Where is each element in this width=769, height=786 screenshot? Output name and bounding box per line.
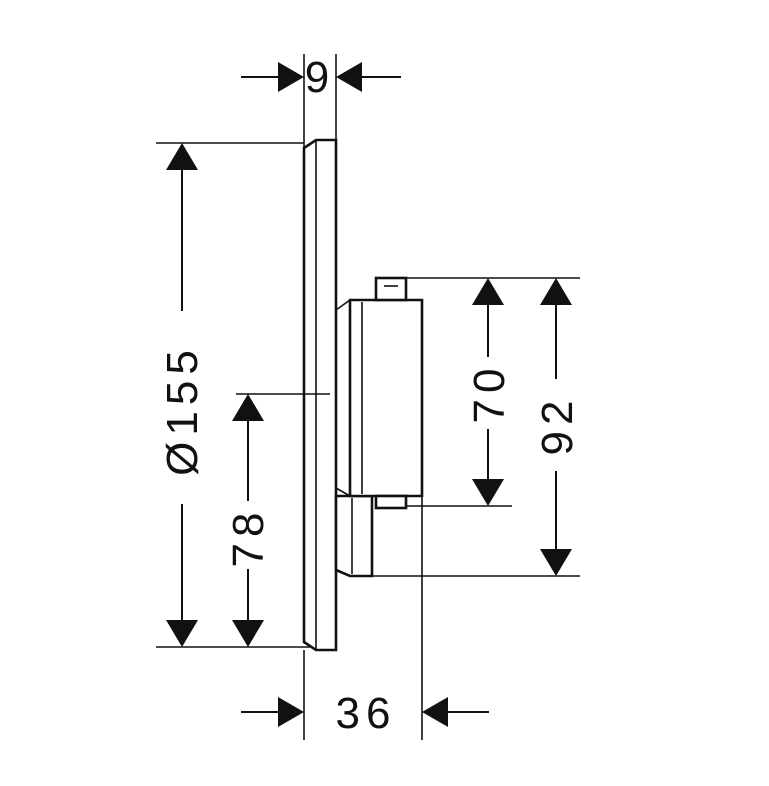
dimension-label-diameter: Ø155 xyxy=(158,344,207,476)
dimension-cover-depth: 9 xyxy=(241,53,401,102)
dimension-body-height-inner: 70 xyxy=(465,278,514,506)
dimension-diameter: Ø155 xyxy=(158,143,207,647)
cover-plate xyxy=(302,138,338,652)
arrow-up xyxy=(166,143,198,170)
arrow-up xyxy=(232,394,264,421)
dimension-total-depth: 36 xyxy=(241,689,489,738)
extension-lines xyxy=(156,54,580,740)
arrow-right xyxy=(278,62,304,92)
dimension-label-9: 9 xyxy=(305,53,335,102)
dimension-label-78: 78 xyxy=(224,507,273,568)
arrow-down xyxy=(232,620,264,647)
arrow-left xyxy=(422,697,448,727)
arrow-down xyxy=(540,549,572,576)
product-outline xyxy=(236,138,424,652)
dimension-center-height: 78 xyxy=(224,394,273,647)
arrow-down xyxy=(166,620,198,647)
arrow-up xyxy=(540,278,572,305)
arrow-left xyxy=(336,62,362,92)
arrow-up xyxy=(472,278,504,305)
dimension-label-70: 70 xyxy=(465,363,514,424)
arrow-down xyxy=(472,479,504,506)
bottom-nut xyxy=(374,494,408,510)
top-nut xyxy=(374,276,408,302)
stem xyxy=(334,494,374,578)
arrow-right xyxy=(278,697,304,727)
dimension-body-height-outer: 92 xyxy=(533,278,582,576)
valve-body xyxy=(348,298,424,498)
dimension-label-36: 36 xyxy=(336,689,397,738)
dimension-label-92: 92 xyxy=(533,395,582,456)
